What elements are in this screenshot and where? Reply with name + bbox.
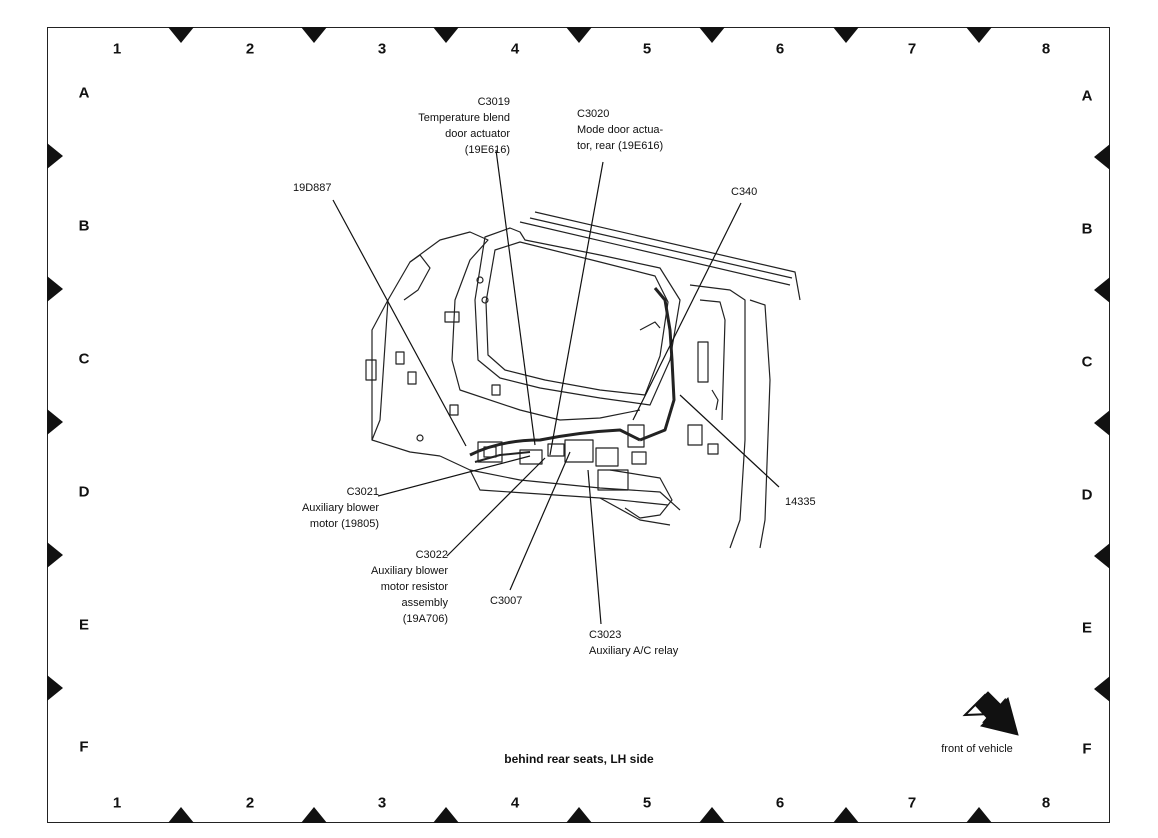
grid-col-2-top: 2 [245, 40, 255, 58]
grid-col-3-bottom: 3 [377, 794, 387, 812]
grid-col-6-top: 6 [775, 40, 785, 58]
callout-c3022-line: C3022 [415, 549, 448, 561]
leader-c3019 [495, 149, 536, 446]
grid-row-f-right: F [1082, 740, 1092, 758]
leader-14335 [679, 394, 780, 488]
grid-col-1-top: 1 [112, 40, 122, 58]
grid-marker-bottom [833, 807, 859, 823]
grid-col-7-top: 7 [907, 40, 917, 58]
callout-c3019-line: Temperature blend [418, 112, 510, 124]
callout-c3023-line: C3023 [589, 629, 622, 641]
grid-col-8-bottom: 8 [1041, 794, 1051, 812]
grid-col-6-bottom: 6 [775, 794, 785, 812]
grid-col-4-top: 4 [510, 40, 520, 58]
grid-col-8-top: 8 [1041, 40, 1051, 58]
leader-c3020 [549, 161, 604, 456]
grid-col-4-bottom: 4 [510, 794, 520, 812]
grid-marker-bottom [566, 807, 592, 823]
callout-c3021-line: C3021 [346, 486, 379, 498]
leader-c3023 [587, 469, 602, 625]
front-of-vehicle-arrow-icon [962, 691, 1019, 736]
callout-c3020-line: C3020 [577, 108, 610, 120]
grid-col-1-bottom: 1 [112, 794, 122, 812]
front-of-vehicle-label: front of vehicle [941, 743, 1013, 755]
grid-marker-bottom [168, 807, 194, 823]
callout-c3020-line: Mode door actua- [577, 124, 664, 136]
callout-c3019-line: door actuator [445, 128, 510, 140]
grid-marker-right [1094, 543, 1110, 569]
diagram-caption: behind rear seats, LH side [504, 752, 654, 766]
leader-c340 [632, 202, 742, 421]
callout-19d887-line: 19D887 [293, 182, 332, 194]
grid-marker-left [47, 143, 63, 169]
grid-marker-bottom [433, 807, 459, 823]
callout-c3022: C3022 Auxiliary blower motor resistor as… [371, 547, 448, 627]
callout-c3007: C3007 [490, 593, 522, 609]
callout-14335-line: 14335 [785, 496, 816, 508]
grid-row-d-right: D [1081, 486, 1093, 504]
callout-19d887: 19D887 [293, 180, 332, 196]
callout-c340: C340 [731, 184, 757, 200]
leader-19d887 [332, 199, 467, 447]
grid-marker-top [566, 27, 592, 43]
grid-marker-bottom [699, 807, 725, 823]
grid-row-e-right: E [1081, 619, 1093, 637]
callout-c3023: C3023 Auxiliary A/C relay [589, 627, 678, 659]
grid-marker-left [47, 276, 63, 302]
callout-c3019-line: (19E616) [464, 144, 510, 156]
grid-marker-bottom [966, 807, 992, 823]
callout-c3022-line: Auxiliary blower [370, 565, 448, 577]
grid-row-a-right: A [1081, 87, 1093, 105]
grid-marker-right [1094, 144, 1110, 170]
grid-col-5-bottom: 5 [642, 794, 652, 812]
callout-c340-line: C340 [731, 186, 758, 198]
grid-marker-top [966, 27, 992, 43]
callout-c3022-line: motor resistor [380, 581, 448, 593]
grid-marker-right [1094, 676, 1110, 702]
grid-marker-top [699, 27, 725, 43]
callout-c3019: C3019 Temperature blend door actuator (1… [418, 94, 510, 158]
grid-row-b-right: B [1081, 220, 1093, 238]
leader-c3007 [509, 451, 571, 591]
grid-marker-top [301, 27, 327, 43]
callout-c3020: C3020 Mode door actua- tor, rear (19E616… [577, 106, 663, 154]
grid-marker-top [833, 27, 859, 43]
callout-14335: 14335 [785, 494, 816, 510]
grid-marker-right [1094, 277, 1110, 303]
grid-marker-bottom [301, 807, 327, 823]
callout-c3019-line: C3019 [477, 96, 510, 108]
grid-marker-left [47, 675, 63, 701]
grid-row-c-left: C [78, 350, 90, 368]
grid-col-7-bottom: 7 [907, 794, 917, 812]
callout-c3022-line: (19A706) [402, 613, 448, 625]
grid-row-f-left: F [79, 738, 89, 756]
grid-col-5-top: 5 [642, 40, 652, 58]
grid-marker-left [47, 409, 63, 435]
grid-marker-left [47, 542, 63, 568]
callout-c3020-line: tor, rear (19E616) [577, 140, 664, 152]
grid-row-a-left: A [78, 84, 90, 102]
grid-row-c-right: C [1081, 353, 1093, 371]
grid-row-e-left: E [78, 616, 90, 634]
grid-col-3-top: 3 [377, 40, 387, 58]
grid-marker-top [168, 27, 194, 43]
callout-c3007-line: C3007 [490, 595, 523, 607]
callout-c3021: C3021 Auxiliary blower motor (19805) [302, 484, 379, 532]
grid-row-b-left: B [78, 217, 90, 235]
grid-marker-top [433, 27, 459, 43]
grid-col-2-bottom: 2 [245, 794, 255, 812]
grid-marker-right [1094, 410, 1110, 436]
leader-c3022 [446, 457, 546, 557]
callout-c3021-line: Auxiliary blower [301, 502, 379, 514]
callout-c3023-line: Auxiliary A/C relay [589, 645, 679, 657]
grid-row-d-left: D [78, 483, 90, 501]
callout-c3022-line: assembly [401, 597, 448, 609]
leader-c3021 [377, 455, 531, 497]
callout-c3021-line: motor (19805) [309, 518, 379, 530]
